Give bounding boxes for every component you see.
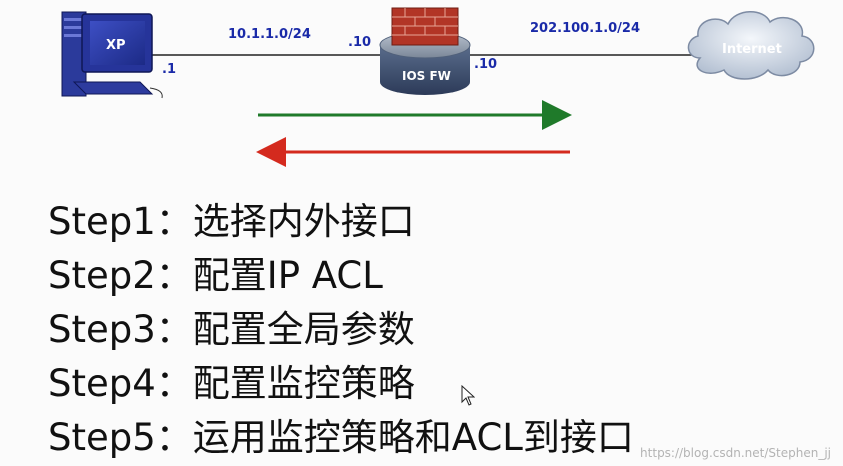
firewall-outside-ip-suffix: .10 — [474, 57, 497, 72]
step-4: Step4：配置监控策略 — [48, 362, 415, 405]
firewall-router-icon: IOS FW — [379, 7, 471, 95]
firewall-inside-ip-suffix: .10 — [348, 35, 371, 50]
watermark: https://blog.csdn.net/Stephen_jj — [640, 446, 831, 460]
pc-label: XP — [106, 38, 126, 53]
left-network-label: 10.1.1.0/24 — [228, 27, 311, 42]
step-3: Step3：配置全局参数 — [48, 308, 415, 351]
step-2: Step2：配置IP ACL — [48, 254, 383, 297]
right-network-label: 202.100.1.0/24 — [530, 21, 640, 36]
computer-icon: XP — [61, 11, 163, 99]
mouse-cursor-icon — [461, 385, 475, 406]
cloud-label: Internet — [722, 42, 782, 57]
network-topology-diagram: XP .1 10.1.1.0/24 IOS FW .10 .10 202.10 — [61, 7, 815, 167]
step-1: Step1：选择内外接口 — [48, 200, 415, 243]
firewall-label: IOS FW — [402, 69, 451, 83]
steps-list: Step1：选择内外接口 Step2：配置IP ACL Step3：配置全局参数… — [48, 195, 838, 465]
step-5: Step5：运用监控策略和ACL到接口 — [48, 416, 634, 459]
pc-ip-suffix: .1 — [162, 62, 176, 77]
cloud-icon: Internet — [687, 11, 815, 80]
